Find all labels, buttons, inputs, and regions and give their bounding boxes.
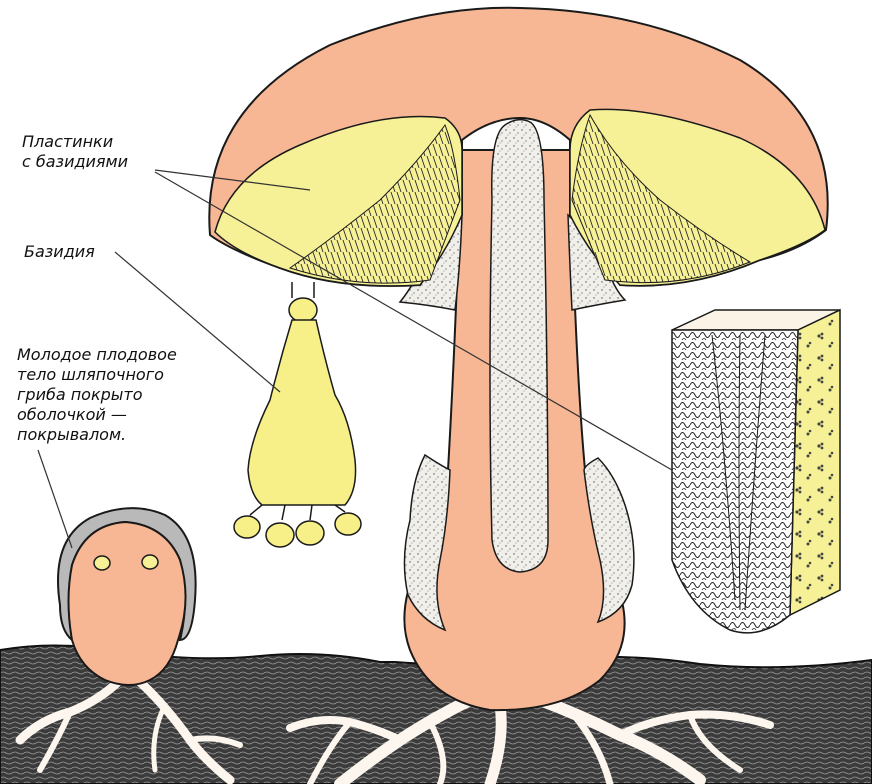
basidium-sterigmata xyxy=(250,505,345,520)
basidium-apical-cell xyxy=(289,298,317,322)
young-body xyxy=(69,522,186,685)
gill-section-block xyxy=(672,310,840,633)
basidium-sterigmata-top xyxy=(292,282,314,298)
label-gills-line-1: Пластинки xyxy=(22,132,128,152)
label-young-line-2: тело шляпочного xyxy=(17,365,177,385)
stem-hollow xyxy=(490,120,548,572)
label-basidium-text: Базидия xyxy=(24,242,95,262)
label-young-line-4: оболочкой — xyxy=(17,405,177,425)
leader-young-body xyxy=(38,450,72,548)
label-young-line-5: покрывалом. xyxy=(17,425,177,445)
label-young-line-1: Молодое плодовое xyxy=(17,345,177,365)
basidiospore-4 xyxy=(335,513,361,535)
label-basidium: Базидия xyxy=(24,242,95,262)
basidiospore-1 xyxy=(234,516,260,538)
label-gills-with-basidia: Пластинки с базидиями xyxy=(22,132,128,172)
gill-section-front xyxy=(672,330,798,633)
basidiospore-2 xyxy=(266,523,294,547)
label-gills-line-2: с базидиями xyxy=(22,152,128,172)
basidiospore-3 xyxy=(296,521,324,545)
basidium-body xyxy=(248,320,356,505)
label-young-fruiting-body: Молодое плодовое тело шляпочного гриба п… xyxy=(17,345,177,445)
basidium xyxy=(234,282,361,547)
young-body-gill-right xyxy=(142,555,158,569)
young-body-gill-left xyxy=(94,556,110,570)
label-young-line-3: гриба покрыто xyxy=(17,385,177,405)
